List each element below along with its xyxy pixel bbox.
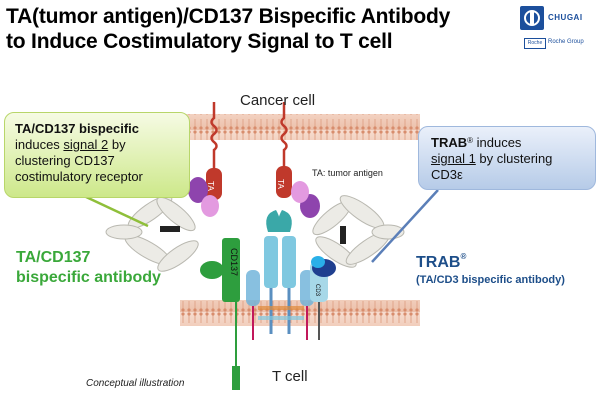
left-box-pointer bbox=[83, 194, 149, 228]
ta-tag-left: TA bbox=[206, 181, 215, 191]
title-line-1: TA(tumor antigen)/CD137 Bispecific Antib… bbox=[6, 5, 451, 28]
callout-left-signal: signal 2 bbox=[63, 137, 109, 152]
title-line-2: to Induce Costimulatory Signal to T cell bbox=[6, 30, 393, 53]
trab-antibody-label: TRAB® (TA/CD3 bispecific antibody) bbox=[416, 252, 565, 286]
callout-right-signal: signal 1 bbox=[431, 151, 476, 166]
trab-antibody bbox=[291, 181, 405, 277]
signal-2-callout: TA/CD137 bispecific induces signal 2 by … bbox=[4, 112, 190, 198]
cd3-tag: CD3 bbox=[314, 284, 320, 297]
cd137-receptor bbox=[222, 238, 240, 390]
t-cell-label: T cell bbox=[272, 368, 308, 385]
ta-cd137-label-line2: bispecific antibody bbox=[16, 269, 161, 286]
logo-company-name: CHUGAI bbox=[548, 13, 583, 22]
callout-right-post: induces bbox=[473, 135, 522, 150]
roche-logo-icon: Roche bbox=[524, 38, 546, 49]
callout-right-line3: CD3ε bbox=[431, 167, 463, 182]
callout-left-post: by bbox=[108, 137, 126, 152]
chugai-logo-icon bbox=[520, 6, 544, 30]
cd137-tag: CD137 bbox=[229, 248, 239, 276]
callout-right-post2: by clustering bbox=[475, 151, 553, 166]
ta-legend: TA: tumor antigen bbox=[312, 168, 383, 178]
right-box-pointer bbox=[371, 189, 439, 263]
t-cell-membrane bbox=[180, 300, 420, 326]
signal-1-callout: TRAB® induces signal 1 by clustering CD3… bbox=[418, 126, 596, 190]
page-title: TA(tumor antigen)/CD137 Bispecific Antib… bbox=[6, 4, 450, 54]
cancer-cell-membrane bbox=[180, 114, 420, 140]
callout-left-title: TA/CD137 bispecific bbox=[15, 121, 140, 136]
company-logo: CHUGAI Roche Roche Group bbox=[518, 6, 596, 52]
ta-cd137-label-line1: TA/CD137 bbox=[16, 249, 91, 266]
ta-tag-right: TA bbox=[276, 179, 285, 189]
callout-right-title: TRAB bbox=[431, 135, 468, 150]
callout-left-line3: clustering CD137 bbox=[15, 153, 115, 168]
trab-label-main: TRAB bbox=[416, 254, 461, 271]
logo-group-name: Roche Group bbox=[548, 39, 584, 45]
tumor-antigen-left bbox=[206, 102, 222, 200]
trab-label-sub: (TA/CD3 bispecific antibody) bbox=[416, 274, 565, 286]
conceptual-illustration-note: Conceptual illustration bbox=[86, 378, 185, 389]
tcr-complex bbox=[246, 210, 314, 340]
callout-left-pre: induces bbox=[15, 137, 64, 152]
tumor-antigen-right bbox=[276, 102, 292, 198]
ta-cd137-antibody-label: TA/CD137 bispecific antibody bbox=[16, 248, 161, 288]
trab-label-reg: ® bbox=[460, 252, 467, 261]
ta-cd137-bispecific-antibody bbox=[105, 177, 224, 279]
callout-left-line4: costimulatory receptor bbox=[15, 169, 143, 184]
cancer-cell-label: Cancer cell bbox=[240, 92, 316, 109]
callout-right-reg: ® bbox=[467, 136, 474, 145]
